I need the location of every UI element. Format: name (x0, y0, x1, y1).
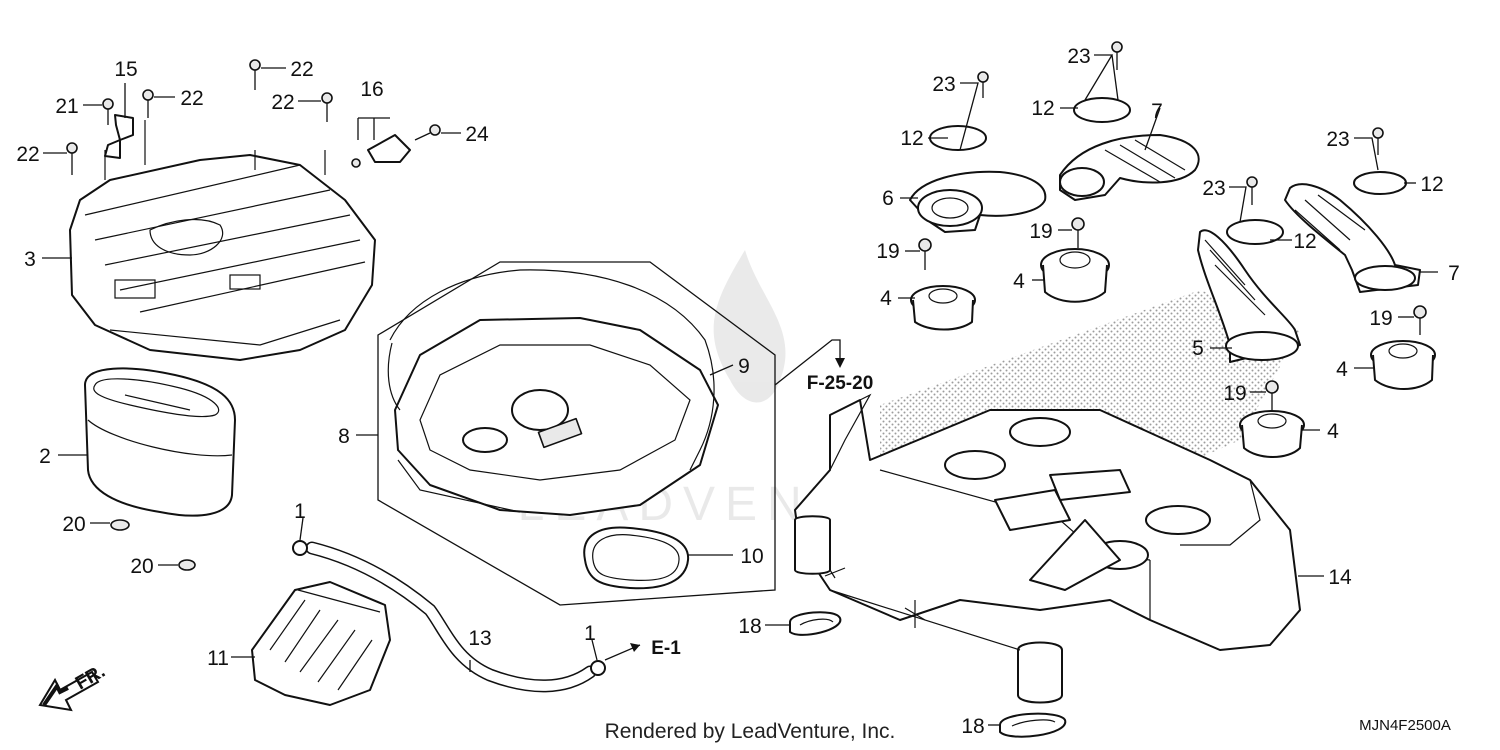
callout-6: 6 (882, 187, 894, 210)
section-reference[interactable]: F-25-20 (807, 373, 874, 394)
callout-18: 18 (961, 715, 984, 738)
callout-labels: 1 1 2 3 4 4 4 4 5 6 7 7 8 9 10 11 12 12 … (16, 45, 1460, 738)
callout-19: 19 (1369, 307, 1392, 330)
part-11-intake-duct[interactable] (251, 581, 391, 706)
callout-22: 22 (290, 58, 313, 81)
callout-22: 22 (180, 87, 203, 110)
part-4-flange-b[interactable] (1040, 248, 1110, 303)
part-19-bolt-a[interactable] (918, 238, 932, 270)
part-22-bolt-d[interactable] (321, 92, 333, 122)
callout-12: 12 (1420, 173, 1443, 196)
part-1-clip-b[interactable] (590, 660, 606, 676)
part-4-flange-c[interactable] (1370, 340, 1436, 390)
part-22-bolt-c[interactable] (249, 59, 261, 90)
part-5-funnel[interactable] (1197, 229, 1301, 363)
part-4-flange-a[interactable] (910, 285, 976, 331)
part-8-air-cleaner-case[interactable] (394, 317, 719, 516)
callout-13: 13 (468, 627, 491, 650)
part-18-clamp-a[interactable] (789, 611, 842, 636)
callout-23: 23 (932, 73, 955, 96)
callout-11: 11 (207, 647, 229, 670)
callout-10: 10 (740, 545, 763, 568)
part-7-funnel-a[interactable] (1059, 134, 1200, 201)
leader-lines (42, 54, 1438, 726)
part-24-screw[interactable] (414, 124, 441, 141)
callout-4: 4 (1327, 420, 1339, 443)
engine-reference[interactable]: E-1 (651, 638, 681, 659)
part-22-bolt-b[interactable] (142, 89, 154, 118)
callout-1: 1 (294, 500, 306, 523)
part-23-bolt-a[interactable] (977, 71, 989, 98)
part-19-bolt-d[interactable] (1265, 380, 1279, 410)
part-23-bolt-d[interactable] (1372, 127, 1384, 155)
callout-19: 19 (876, 240, 899, 263)
part-2-air-filter-element[interactable] (84, 367, 236, 517)
callout-14: 14 (1328, 566, 1352, 589)
part-19-bolt-b[interactable] (1071, 217, 1085, 248)
callout-21: 21 (55, 95, 78, 118)
part-18-clamp-b[interactable] (999, 712, 1067, 738)
callout-3: 3 (24, 248, 36, 271)
callout-9: 9 (738, 355, 750, 378)
part-1-clip-a[interactable] (292, 540, 308, 556)
part-4-flange-d[interactable] (1239, 410, 1305, 458)
part-13-drain-tube[interactable] (305, 541, 597, 693)
render-credit: Rendered by LeadVenture, Inc. (605, 720, 896, 743)
assembly-8-box (377, 261, 776, 606)
part-21-bolt[interactable] (102, 98, 114, 125)
callout-22: 22 (16, 143, 39, 166)
callout-2: 2 (39, 445, 51, 468)
part-19-bolt-c[interactable] (1413, 305, 1427, 335)
callout-12: 12 (1293, 230, 1316, 253)
part-23-bolt-b[interactable] (1111, 41, 1123, 70)
callout-12: 12 (900, 127, 923, 150)
part-6-funnel[interactable] (909, 170, 1047, 233)
callout-1: 1 (584, 622, 596, 645)
part-10-packing[interactable] (583, 526, 690, 590)
part-20-grommet-a[interactable] (110, 519, 130, 531)
callout-8: 8 (338, 425, 350, 448)
callout-4: 4 (1013, 270, 1025, 293)
callout-12: 12 (1031, 97, 1054, 120)
part-12-ring-d[interactable] (1353, 171, 1407, 195)
callout-24: 24 (465, 123, 489, 146)
callout-23: 23 (1202, 177, 1225, 200)
part-12-ring-c[interactable] (1226, 219, 1284, 245)
callout-4: 4 (880, 287, 892, 310)
callout-20: 20 (130, 555, 153, 578)
part-15-bracket[interactable] (104, 114, 134, 159)
part-14-air-chamber[interactable] (794, 290, 1301, 704)
part-9-packing[interactable] (387, 269, 715, 471)
callout-18: 18 (738, 615, 761, 638)
part-22-bolt-a[interactable] (66, 142, 78, 175)
callout-19: 19 (1223, 382, 1246, 405)
part-12-ring-b[interactable] (1073, 97, 1131, 123)
callout-23: 23 (1067, 45, 1090, 68)
drawing-number: MJN4F2500A (1359, 717, 1451, 734)
part-20-grommet-b[interactable] (178, 559, 196, 571)
callout-16: 16 (360, 78, 383, 101)
part-23-bolt-c[interactable] (1246, 176, 1258, 205)
callout-5: 5 (1192, 337, 1204, 360)
callout-15: 15 (114, 58, 137, 81)
callout-19: 19 (1029, 220, 1052, 243)
front-direction-arrow: FR. (38, 661, 109, 712)
callout-22: 22 (271, 91, 294, 114)
part-7-funnel-b[interactable] (1284, 183, 1421, 293)
callout-7: 7 (1448, 262, 1460, 285)
part-3-air-cleaner-cover[interactable] (69, 120, 376, 361)
callout-7: 7 (1151, 100, 1163, 123)
part-16-intake-air-temp-sensor[interactable] (351, 134, 411, 168)
callout-23: 23 (1326, 128, 1349, 151)
callout-4: 4 (1336, 358, 1348, 381)
callout-20: 20 (62, 513, 85, 536)
